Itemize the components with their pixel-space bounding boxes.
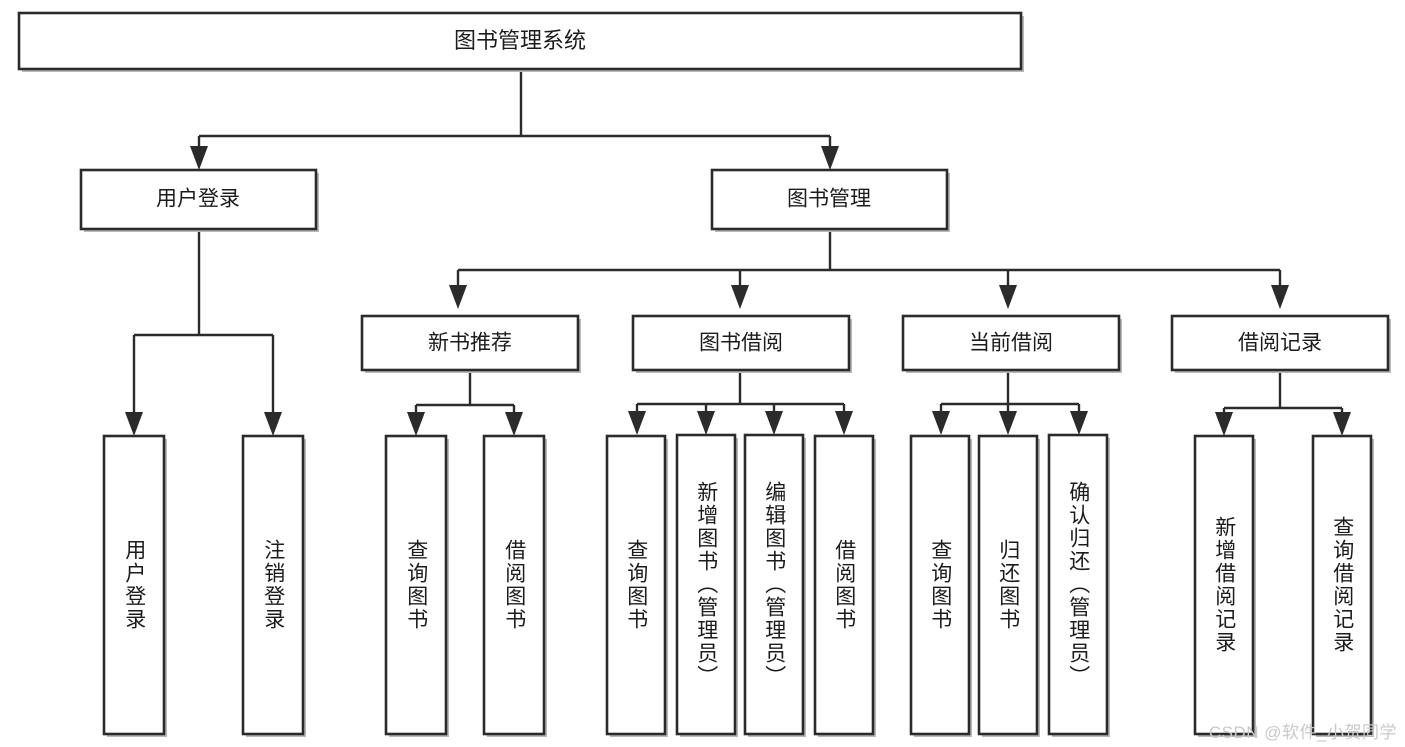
- arrowhead-leaf-user-login: [125, 412, 143, 436]
- arrowhead-leaf-confirm-return: [1070, 411, 1088, 435]
- node-book-borrow[interactable]: 图书借阅: [631, 314, 852, 373]
- arrowhead-book-borrow: [731, 285, 749, 309]
- node-new-book-rec-label: 新书推荐: [428, 332, 512, 355]
- leaf-node-logout[interactable]: [241, 434, 306, 737]
- leaf-node-confirm-return[interactable]: [1047, 433, 1110, 737]
- node-book-manage[interactable]: 图书管理: [710, 168, 950, 232]
- arrowhead-leaf-borrow-book-a: [505, 412, 523, 436]
- arrowhead-leaf-query-book-c: [932, 411, 950, 435]
- arrowhead-leaf-query-record: [1333, 412, 1351, 436]
- node-new-book-rec[interactable]: 新书推荐: [360, 314, 581, 373]
- node-borrow-record[interactable]: 借阅记录: [1170, 314, 1391, 373]
- leaf-node-borrow-book-a[interactable]: [482, 434, 547, 737]
- leaf-node-add-record[interactable]: [1193, 434, 1256, 737]
- node-book-manage-label: 图书管理: [787, 188, 871, 211]
- leaf-node-add-book[interactable]: [675, 433, 738, 737]
- arrowhead-user-login: [190, 146, 208, 170]
- leaf-node-query-record[interactable]: [1311, 434, 1374, 737]
- leaf-node-user-login[interactable]: [102, 434, 167, 737]
- arrowhead-leaf-query-book-b: [628, 411, 646, 435]
- arrowhead-leaf-edit-book: [765, 411, 783, 435]
- arrowhead-leaf-borrow-book-b: [835, 411, 853, 435]
- arrowhead-leaf-add-record: [1215, 412, 1233, 436]
- node-root-label: 图书管理系统: [454, 28, 586, 53]
- arrowhead-leaf-query-book-a: [407, 412, 425, 436]
- leaf-node-edit-book[interactable]: [743, 433, 806, 737]
- arrowhead-leaf-return-book: [999, 411, 1017, 435]
- edges-group: [125, 69, 1351, 436]
- node-user-login[interactable]: 用户登录: [79, 168, 319, 232]
- arrowhead-current-borrow: [999, 285, 1017, 309]
- node-borrow-record-label: 借阅记录: [1238, 332, 1322, 355]
- arrowhead-borrow-record: [1271, 285, 1289, 309]
- node-user-login-label: 用户登录: [156, 188, 240, 211]
- leaf-node-query-book-a[interactable]: [384, 434, 449, 737]
- node-current-borrow[interactable]: 当前借阅: [901, 314, 1122, 373]
- leaf-node-return-book[interactable]: [977, 434, 1040, 737]
- node-book-borrow-label: 图书借阅: [699, 332, 783, 355]
- node-root[interactable]: 图书管理系统: [17, 11, 1024, 72]
- watermark-text: CSDN @软件_小贺同学: [1208, 723, 1397, 742]
- leaf-node-query-book-b[interactable]: [605, 434, 668, 737]
- leaf-node-query-book-c[interactable]: [909, 434, 972, 737]
- arrowhead-leaf-logout: [264, 412, 282, 436]
- arrowhead-leaf-add-book: [697, 411, 715, 435]
- arrowhead-book-manage: [821, 146, 839, 170]
- node-current-borrow-label: 当前借阅: [969, 332, 1053, 355]
- arrowhead-new-book-rec: [449, 285, 467, 309]
- leaf-node-borrow-book-b[interactable]: [813, 434, 876, 737]
